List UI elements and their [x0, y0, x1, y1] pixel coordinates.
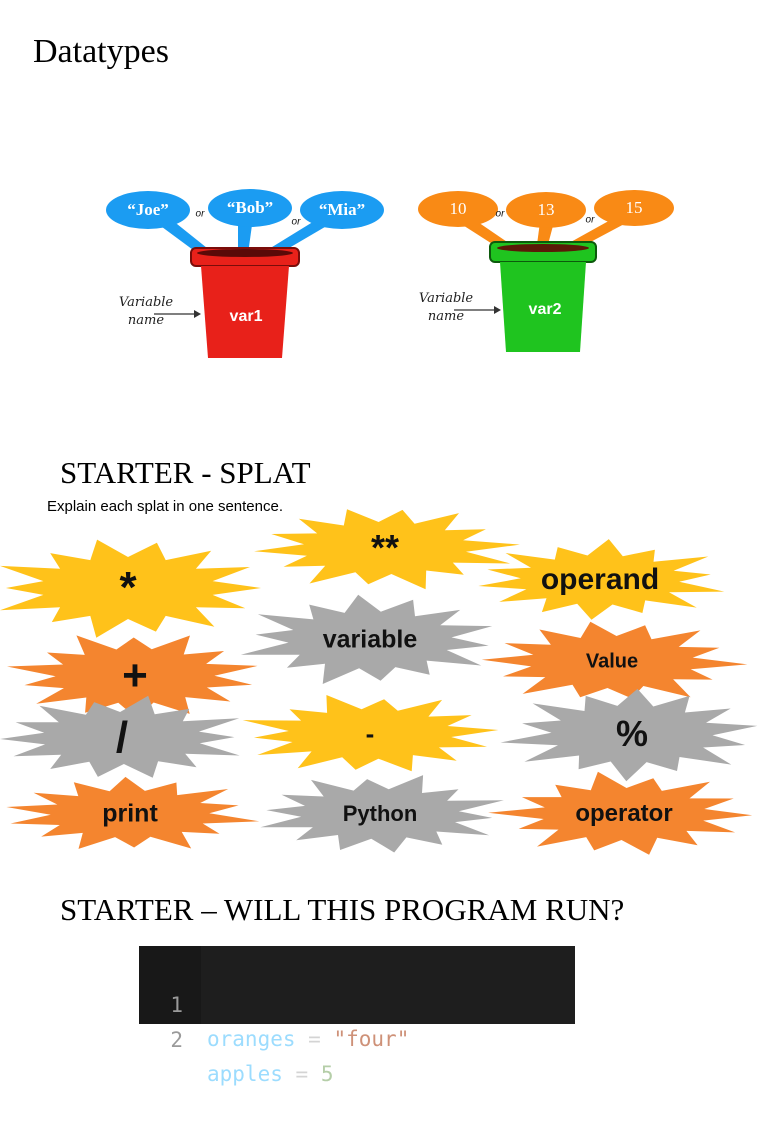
variable-name-caption: Variable name — [118, 295, 174, 328]
code-line: 1 oranges = "four" — [139, 954, 409, 1051]
bubble-value: “Bob” — [226, 198, 274, 217]
line-number: 1 — [170, 993, 183, 1017]
splat-label: print — [102, 799, 158, 828]
run-heading: STARTER – WILL THIS PROGRAM RUN? — [60, 892, 625, 927]
blue-bubbles — [106, 189, 384, 229]
splat-shape — [7, 635, 258, 719]
bubble-value: “Joe” — [127, 200, 169, 219]
splat-label: Python — [342, 801, 418, 826]
splat-shape — [500, 688, 758, 782]
bubble-value: 13 — [537, 200, 555, 219]
splat-label: % — [615, 713, 649, 754]
splat-shapes — [0, 509, 758, 855]
pointer-arrows — [154, 306, 501, 318]
splat-shape — [0, 695, 240, 778]
code-variable: oranges — [207, 1027, 296, 1051]
green-bucket — [489, 241, 597, 352]
orange-bubbles — [418, 190, 674, 228]
splat-shape — [478, 539, 725, 620]
splat-label: variable — [322, 625, 418, 654]
line-number: 2 — [170, 1028, 183, 1052]
code-block: 1 oranges = "four" 2 apples = 5 — [139, 946, 575, 1086]
or-label: or — [585, 214, 595, 226]
variable-name-caption: Variable name — [418, 291, 474, 324]
bucket-illustration — [106, 189, 674, 358]
splat-shape — [0, 539, 261, 638]
splat-shape — [254, 509, 520, 590]
splat-shape — [481, 621, 748, 699]
line-number-gutter — [139, 946, 201, 1024]
splat-label: / — [115, 713, 129, 762]
splat-heading: STARTER - SPLAT — [60, 455, 311, 490]
red-bucket — [190, 247, 300, 358]
bucket-name: var1 — [229, 308, 263, 325]
code-operator: = — [295, 1062, 309, 1086]
bucket-name: var2 — [528, 301, 562, 318]
splat-shape — [488, 771, 753, 855]
splat-instruction: Explain each splat in one sentence. — [47, 498, 283, 515]
splat-label: * — [119, 563, 137, 612]
bubble-value: “Mia” — [318, 200, 366, 219]
code-value: "four" — [333, 1027, 410, 1051]
code-value: 5 — [320, 1062, 334, 1086]
code-line: 2 apples = 5 — [139, 989, 333, 1086]
or-label: or — [495, 208, 505, 220]
splat-shape — [6, 776, 260, 849]
bubble-value: 10 — [449, 199, 467, 218]
page-title: Datatypes — [33, 33, 169, 70]
splat-label: operand — [540, 563, 660, 596]
or-label: or — [195, 208, 205, 220]
variable-diagram: “Joe” “Bob” “Mia” 10 13 15 or or or or v… — [80, 180, 700, 370]
splat-shape — [260, 775, 504, 853]
splat-label: Value — [585, 650, 639, 673]
splat-label: operator — [575, 800, 673, 827]
splat-shape — [242, 695, 499, 772]
code-operator: = — [308, 1027, 321, 1051]
splat-shape — [240, 594, 493, 684]
code-variable: apples — [207, 1062, 283, 1086]
splat-label: ** — [370, 527, 400, 568]
splat-label: + — [122, 651, 148, 700]
or-label: or — [291, 216, 301, 228]
bubble-value: 15 — [625, 198, 643, 217]
splat-label: - — [365, 718, 375, 749]
